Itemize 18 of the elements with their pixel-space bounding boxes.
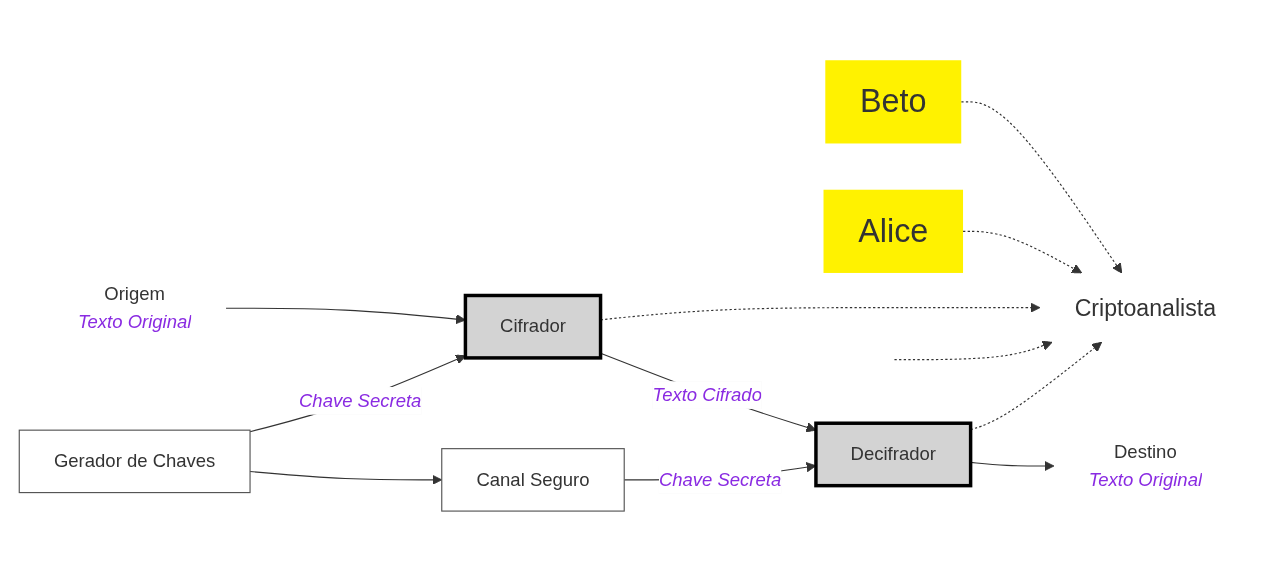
node-label: Texto Original: [77, 311, 192, 332]
node-box: Decifrador: [814, 421, 973, 488]
node-box: Canal Seguro: [441, 447, 625, 512]
node-box: Alice: [823, 189, 964, 273]
edge-label: Chave Secreta: [658, 469, 782, 489]
arrow: [893, 340, 1053, 361]
node-text: Destino: [1114, 441, 1177, 462]
node-box: Cifrador: [463, 293, 603, 360]
edge-label: Texto Cifrado: [652, 384, 762, 405]
arrow: [249, 354, 466, 433]
node-text: Criptoanalista: [1074, 294, 1217, 321]
arrow: [960, 101, 1123, 274]
node-text: Origem: [104, 283, 165, 304]
node-box: Beto: [825, 60, 962, 144]
node-box: Gerador de Chaves: [18, 429, 251, 493]
edge-label: Chave Secreta: [299, 390, 422, 410]
node-label: Texto Original: [1088, 469, 1203, 489]
arrow: [962, 230, 1083, 274]
